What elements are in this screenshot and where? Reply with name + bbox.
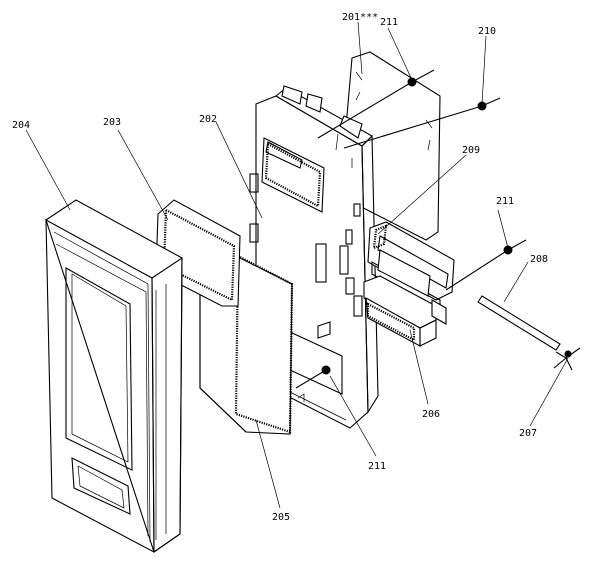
part-209-bracket — [367, 221, 455, 313]
callout-labels: 201*** 211 210 209 211 208 204 203 202 2… — [12, 12, 548, 523]
fastener-211-top — [317, 69, 435, 139]
fastener-211-right — [445, 239, 527, 291]
label-210: 210 — [478, 26, 496, 37]
part-208-shaft — [477, 295, 561, 351]
label-208: 208 — [530, 254, 548, 265]
label-211-bottom: 211 — [368, 461, 386, 472]
part-207-clip — [553, 347, 581, 371]
fastener-211-bottom — [295, 365, 331, 389]
label-203: 203 — [103, 117, 121, 128]
leader-lines — [25, 21, 569, 509]
label-211-top: 211 — [380, 17, 398, 28]
part-204-door-frame — [45, 199, 183, 554]
label-211-right: 211 — [496, 196, 514, 207]
label-207: 207 — [519, 428, 537, 439]
label-206: 206 — [422, 409, 440, 420]
label-204: 204 — [12, 120, 30, 131]
part-206-latch-handle — [363, 275, 447, 347]
label-205: 205 — [272, 512, 290, 523]
label-209: 209 — [462, 145, 480, 156]
fastener-210 — [343, 97, 501, 149]
label-202: 202 — [199, 114, 217, 125]
label-201: 201*** — [342, 12, 378, 23]
